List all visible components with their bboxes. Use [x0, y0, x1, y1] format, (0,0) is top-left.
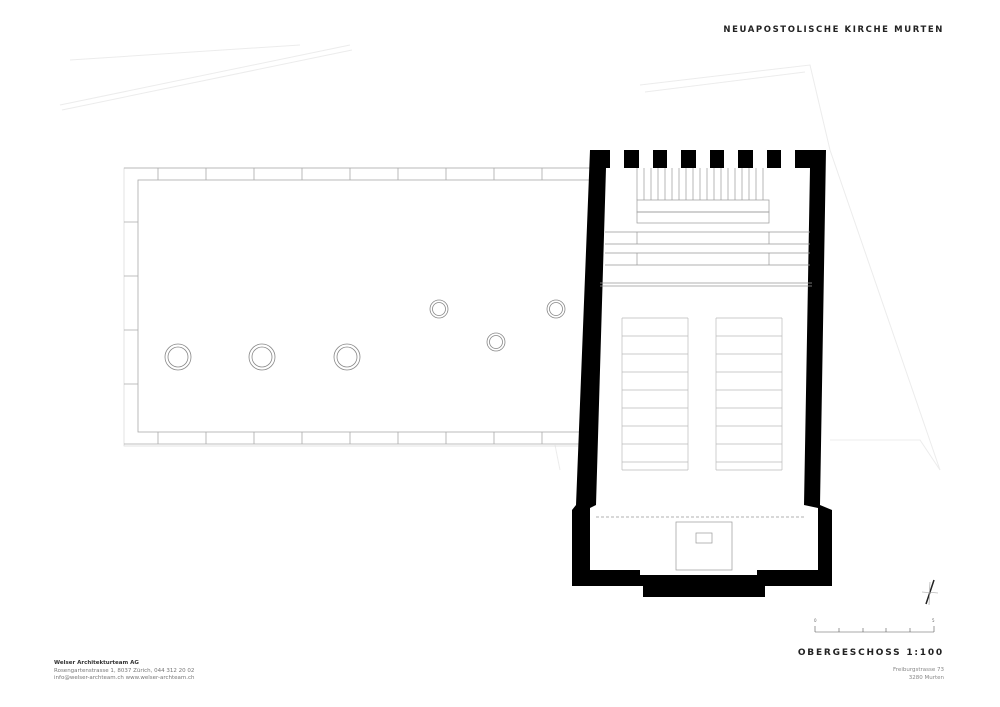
- north-arrow: [921, 579, 939, 606]
- flat-roof: [123, 167, 591, 447]
- roof-drains: [164, 299, 566, 371]
- scale-end-label: 5: [932, 618, 935, 623]
- project-title: NEUAPOSTOLISCHE KIRCHE MURTEN: [723, 25, 944, 35]
- site-street: Freiburgstrasse 73: [893, 667, 944, 673]
- interior: [596, 168, 812, 571]
- scale-bar: [814, 626, 935, 633]
- church-walls: [572, 150, 832, 597]
- parapet-openings: [610, 150, 795, 168]
- architect-info: Welser Architekturteam AG Rosengartenstr…: [54, 660, 195, 683]
- architect-name: Welser Architekturteam AG: [54, 660, 139, 666]
- architect-contact: info@welser-archteam.ch www.welser-archt…: [54, 675, 195, 681]
- site-city: 3280 Murten: [908, 675, 944, 681]
- site-address: Freiburgstrasse 73 3280 Murten: [893, 666, 944, 682]
- scale-start-label: 0: [814, 618, 817, 623]
- site-context-lines: [59, 44, 941, 471]
- sheet-title: OBERGESCHOSS 1:100: [797, 648, 944, 658]
- architect-address: Rosengartenstrasse 1, 8037 Zürich, 044 3…: [54, 667, 195, 674]
